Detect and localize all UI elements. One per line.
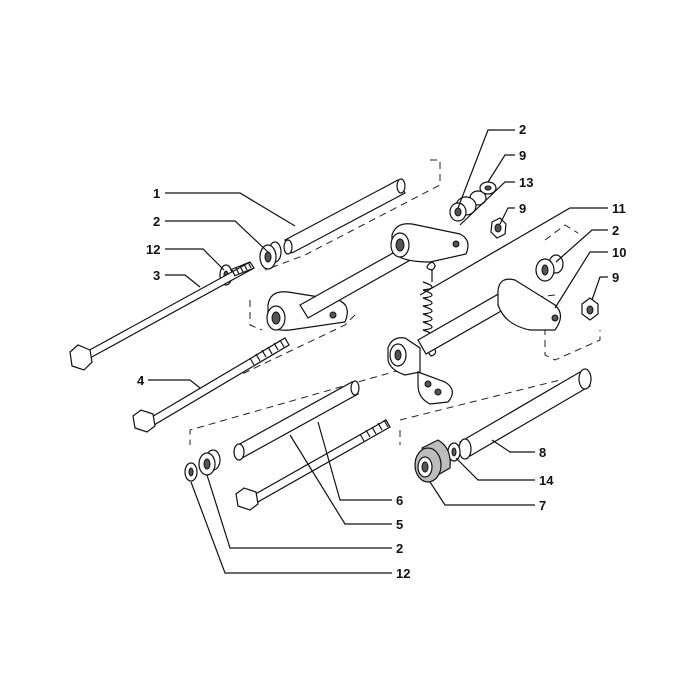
callout-6: 6 <box>396 493 403 508</box>
callout-labels: 1 2 12 3 4 2 9 13 9 11 2 10 9 8 14 7 6 5… <box>137 122 626 581</box>
callout-2-right: 2 <box>612 223 619 238</box>
callout-4: 4 <box>137 373 145 388</box>
part-1-tube <box>283 178 406 255</box>
top-plate <box>390 223 469 263</box>
callout-2-top: 2 <box>519 122 526 137</box>
callout-13: 13 <box>519 175 533 190</box>
part-6-tube <box>233 380 360 461</box>
middle-pivot-bracket <box>387 337 453 405</box>
callout-3: 3 <box>153 268 160 283</box>
callout-8: 8 <box>539 445 546 460</box>
callout-9-top: 9 <box>519 148 526 163</box>
part-12-washer-lower <box>184 462 198 482</box>
part-9-nut-top <box>490 217 507 239</box>
part-8-tube <box>458 368 592 460</box>
top-bushing-stack <box>449 181 497 222</box>
part-7-roller <box>414 439 451 483</box>
callout-7: 7 <box>539 498 546 513</box>
callout-14: 14 <box>539 473 554 488</box>
callout-2-bottom: 2 <box>396 541 403 556</box>
callout-11: 11 <box>612 201 626 216</box>
part-9-nut-right <box>581 297 599 321</box>
part-2-bushing-lower <box>198 449 221 476</box>
callout-12-bottom: 12 <box>396 566 410 581</box>
part-4-bolt <box>132 337 290 433</box>
callout-10: 10 <box>612 245 626 260</box>
callout-2-left: 2 <box>153 214 160 229</box>
callout-5: 5 <box>396 517 403 532</box>
callout-1: 1 <box>153 186 160 201</box>
part-14-washer <box>447 442 461 462</box>
part-10-bracket <box>497 278 562 331</box>
callout-12-left: 12 <box>146 242 160 257</box>
callout-9-right: 9 <box>612 270 619 285</box>
part-2-bushing-left <box>259 241 282 270</box>
dashed-guides <box>189 159 601 445</box>
part-5-bolt <box>235 419 391 511</box>
part-3-bolt <box>69 261 255 371</box>
leader-lines <box>148 129 608 574</box>
callout-9-mid: 9 <box>519 201 526 216</box>
